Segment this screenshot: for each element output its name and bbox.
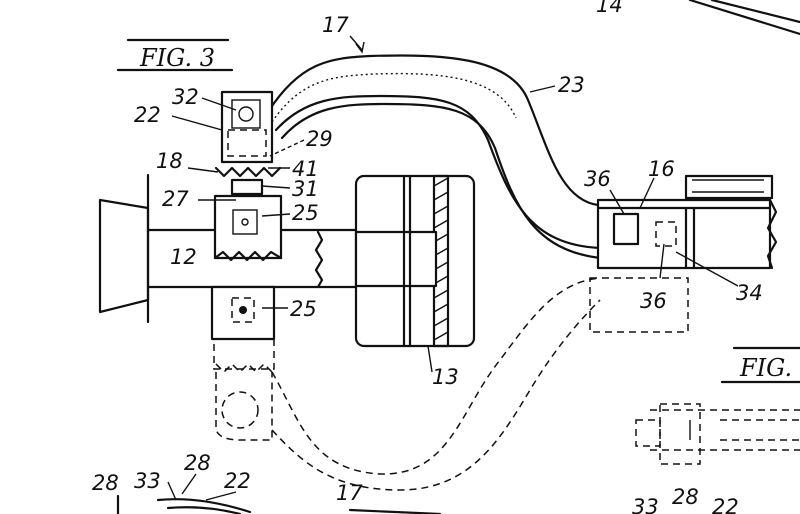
connector-16 [598, 176, 776, 268]
callout-12: 12 [170, 245, 197, 269]
callout-32: 32 [172, 85, 199, 109]
clamp-block-22 [215, 92, 281, 260]
callout-34: 34 [736, 281, 763, 305]
figure-label-group: FIG. 3 [118, 40, 232, 72]
figure-label-2: FIG. [739, 354, 792, 382]
callout-17-b: 17 [336, 481, 363, 505]
callout-16: 16 [648, 157, 675, 181]
figure-label-2-group: FIG. [722, 348, 800, 382]
callout-14: 14 [596, 0, 623, 17]
callout-25-upper: 25 [292, 201, 319, 225]
callout-22: 22 [134, 103, 161, 127]
callout-36-lower: 36 [640, 289, 667, 313]
callout-31: 31 [292, 177, 319, 201]
callout-27: 27 [162, 187, 189, 211]
top-right-bar [690, 0, 800, 34]
callout-18: 18 [156, 149, 183, 173]
callout-33-a: 33 [134, 469, 161, 493]
figure-label: FIG. 3 [139, 44, 215, 72]
callout-29: 29 [306, 127, 333, 151]
callout-28-c: 28 [672, 485, 699, 509]
callout-36-upper: 36 [584, 167, 611, 191]
callout-28-a: 28 [92, 471, 119, 495]
bottom-left-partial [118, 496, 440, 514]
callout-22-b: 22 [224, 469, 251, 493]
callout-25-lower: 25 [290, 297, 317, 321]
callout-28-b: 28 [184, 451, 211, 475]
lower-clamp [212, 287, 274, 440]
callout-17: 17 [322, 13, 349, 37]
lower-right-assembly [636, 404, 800, 464]
callout-33-b: 33 [632, 495, 659, 514]
callout-23: 23 [558, 73, 585, 97]
callout-13: 13 [432, 365, 459, 389]
block-13 [356, 176, 474, 346]
phantom-cable [272, 278, 688, 490]
callout-22-c: 22 [712, 495, 739, 514]
